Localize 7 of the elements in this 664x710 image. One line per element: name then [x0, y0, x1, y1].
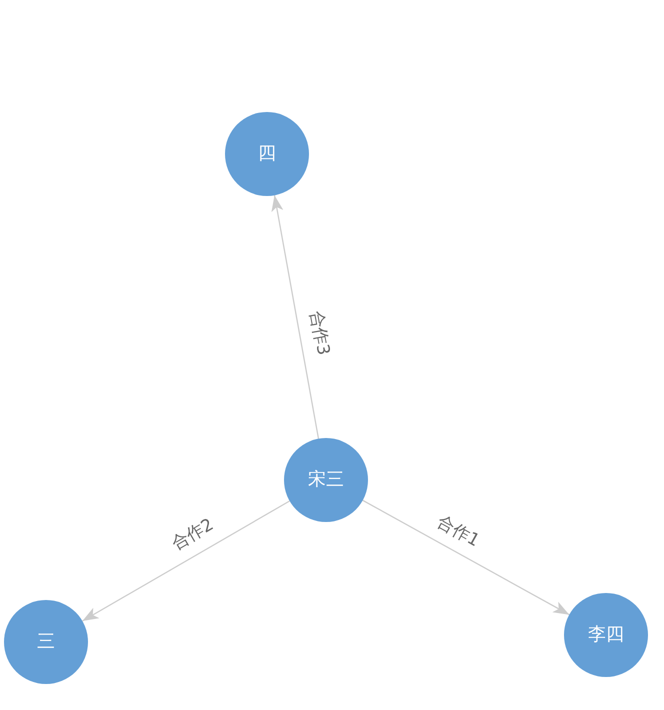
circle-node: 李四 — [564, 593, 648, 677]
circle-node: 宋三 — [284, 438, 368, 522]
arrow — [271, 195, 320, 439]
circle-node: 三 — [4, 600, 88, 684]
arrow — [82, 500, 290, 622]
arrow — [362, 500, 570, 616]
circle-node: 四 — [225, 112, 309, 196]
